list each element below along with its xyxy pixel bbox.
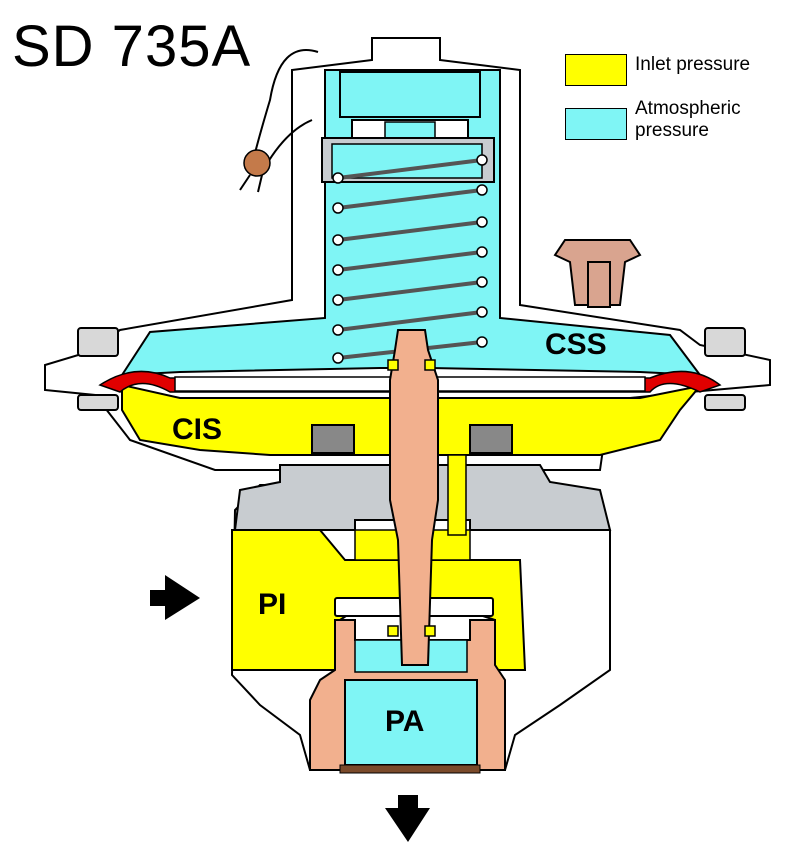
- zone-label-pa: PA: [385, 705, 425, 738]
- top-cap: [339, 71, 481, 118]
- legend-item-atmospheric: Atmospheric pressure: [565, 98, 805, 170]
- legend-label-inlet: Inlet pressure: [635, 54, 751, 75]
- pa-chamber: [344, 679, 478, 766]
- zone-label-cis: CIS: [172, 413, 223, 446]
- legend: Inlet pressure Atmospheric pressure: [565, 50, 805, 170]
- flange-bolts: [77, 327, 746, 411]
- seal-cap-icon: [553, 239, 642, 308]
- stem-fittings: [387, 359, 436, 637]
- zone-label-css: CSS: [545, 328, 607, 361]
- atmospheric-swatch: [565, 108, 627, 140]
- pilot-channel: [447, 454, 467, 536]
- valve-stem: [389, 329, 439, 666]
- zone-label-pi: PI: [258, 588, 287, 621]
- legend-label-atmospheric: Atmospheric pressure: [635, 98, 741, 141]
- outlet-base: [339, 764, 481, 774]
- flow-out-arrow-icon: [385, 795, 430, 842]
- spring-cup-inner: [331, 143, 483, 179]
- css-chamber: [120, 69, 703, 377]
- spring-icon: [337, 158, 483, 360]
- bolt-right: [469, 424, 513, 454]
- legend-item-inlet: Inlet pressure: [565, 50, 805, 110]
- spring-ends: [332, 154, 488, 364]
- inlet-swatch: [565, 54, 627, 86]
- bolt-left: [311, 424, 355, 454]
- flow-in-arrow-icon: [150, 575, 200, 620]
- lock-wire-seal: [239, 49, 319, 193]
- model-title: SD 735A: [12, 14, 252, 79]
